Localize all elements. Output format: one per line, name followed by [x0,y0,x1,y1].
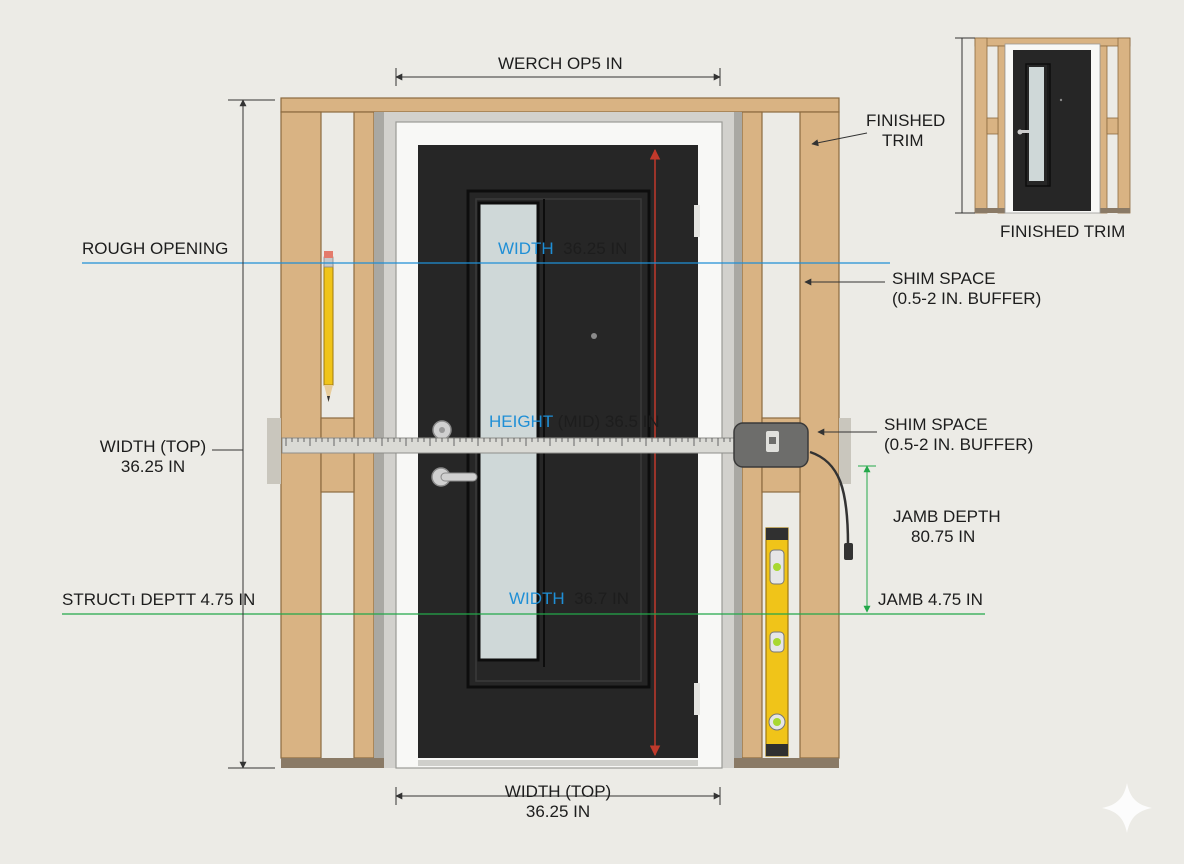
top-width-label: WERCH OP5 IN [498,54,623,73]
finished-trim-thumbnail [955,37,1131,214]
width-upper-measure: WIDTH 36.25 IN [498,239,628,258]
rough-opening-label: ROUGH OPENING [82,239,229,258]
spirit-level-icon [765,527,789,757]
deadbolt-icon [432,420,452,440]
height-measure: HEIGHT (MID) 36.5 IN [489,412,660,431]
shim-gap-left [374,112,384,758]
finished-trim-caption: FINISHED TRIM [1000,222,1126,241]
shim-space-upper-label: SHIM SPACE (0.5-2 IN. BUFFER) [892,269,1042,308]
shim-space-lower-label: SHIM SPACE (0.5-2 IN. BUFFER) [884,415,1034,454]
width-top-left-label: WIDTH (TOP) 36.25 IN [99,437,207,476]
pencil-icon [323,251,334,402]
jamb-label: JAMB 4.75 IN [878,590,983,609]
width-lower-measure: WIDTH 36.7 IN [509,589,629,608]
door-handle-icon [431,467,478,487]
struct-depth-label: STRUCTı DEPTT 4.75 IN [62,590,256,609]
jamb-depth-label: JAMB DEPTH 80.75 IN [893,507,1001,546]
tape-measure-icon [281,422,853,560]
finished-trim-label: FINISHED TRIM [866,111,946,150]
dimension-lines [212,68,885,805]
sparkle-icon [1102,783,1152,833]
bottom-width-label: WIDTH (TOP) 36.25 IN [504,782,612,821]
